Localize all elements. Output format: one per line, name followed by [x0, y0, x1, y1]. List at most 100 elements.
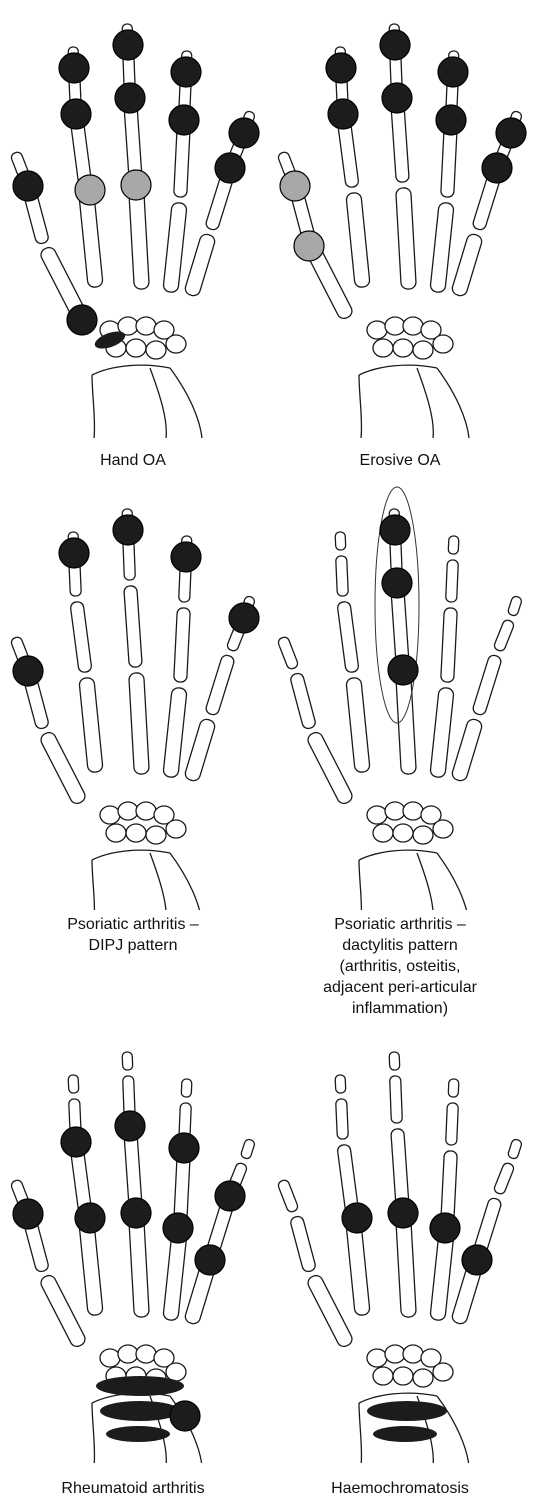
affected-joint-marker	[380, 515, 410, 545]
ulna-bone	[170, 853, 202, 910]
affected-joint-marker	[382, 83, 412, 113]
hand-diagram	[0, 1028, 266, 1463]
affected-joint-marker	[115, 83, 145, 113]
proximal-phalanx	[205, 654, 236, 716]
distal-phalanx	[389, 1052, 400, 1070]
middle-phalanx	[493, 619, 515, 653]
carpal-bone	[413, 341, 433, 359]
carpal-bone	[433, 820, 453, 838]
carpal-bone	[373, 824, 393, 842]
proximal-phalanx	[337, 601, 359, 673]
radius-bone	[92, 375, 95, 438]
distal-phalanx	[68, 1075, 79, 1093]
caption: Psoriatic arthritis – dactylitis pattern…	[267, 914, 533, 1019]
affected-joint-marker	[75, 1203, 105, 1233]
ulna-bone	[437, 853, 469, 910]
metacarpal-bone	[306, 730, 355, 806]
distal-phalanx	[240, 1138, 255, 1159]
affected-joint-marker	[13, 656, 43, 686]
affected-joint-marker	[67, 305, 97, 335]
affected-joint-marker	[438, 57, 468, 87]
proximal-phalanx	[174, 608, 191, 683]
affected-joint-marker	[382, 568, 412, 598]
distal-phalanx	[448, 1079, 459, 1097]
carpal-bone	[367, 806, 387, 824]
distal-phalanx	[507, 1138, 522, 1159]
caption-line: Rheumatoid arthritis	[0, 1478, 266, 1499]
hand-diagram	[267, 0, 533, 440]
metacarpal-bone	[79, 192, 103, 288]
affected-joint-marker	[462, 1245, 492, 1275]
affected-joint-marker	[113, 515, 143, 545]
affected-joint-marker	[229, 118, 259, 148]
carpal-bone	[433, 1363, 453, 1381]
affected-joint-marker	[430, 1213, 460, 1243]
radius-bone	[92, 365, 170, 375]
ulna-bone	[437, 1396, 469, 1463]
metacarpal-bone	[346, 192, 370, 288]
middle-phalanx	[493, 1162, 515, 1196]
affected-joint-marker	[229, 603, 259, 633]
metacarpal-bone	[184, 233, 217, 298]
affected-joint-marker	[169, 1133, 199, 1163]
grey-joint-marker	[121, 170, 151, 200]
distal-phalanx	[335, 532, 346, 550]
caption: Erosive OA	[267, 450, 533, 471]
carpal-bone	[403, 317, 423, 335]
affected-joint-marker	[215, 153, 245, 183]
metacarpal-bone	[346, 677, 370, 773]
wrist-joint-marker	[367, 1401, 447, 1421]
wrist-joint-marker	[106, 1426, 170, 1442]
caption: Psoriatic arthritis – DIPJ pattern	[0, 914, 266, 956]
wrist-joint-marker	[100, 1401, 180, 1421]
affected-joint-marker	[115, 1111, 145, 1141]
caption-line: Hand OA	[0, 450, 266, 471]
affected-joint-marker	[13, 1199, 43, 1229]
grey-joint-marker	[294, 231, 324, 261]
distal-phalanx	[122, 1052, 133, 1070]
radius-bone	[359, 850, 437, 860]
grey-joint-marker	[280, 171, 310, 201]
affected-joint-marker	[342, 1203, 372, 1233]
affected-joint-marker	[496, 118, 526, 148]
metacarpal-bone	[163, 687, 187, 778]
middle-phalanx	[336, 1099, 349, 1139]
distal-phalanx	[448, 536, 459, 554]
middle-phalanx	[446, 1103, 459, 1145]
caption: Rheumatoid arthritis	[0, 1478, 266, 1499]
wrist-joint-marker	[373, 1426, 437, 1442]
metacarpal-bone	[129, 188, 150, 290]
caption-line: inflammation)	[267, 998, 533, 1019]
affected-joint-marker	[163, 1213, 193, 1243]
panel-haemochromatosis: Haemochromatosis	[267, 1028, 533, 1463]
affected-joint-marker	[61, 99, 91, 129]
distal-phalanx	[277, 636, 299, 670]
carpal-bone	[373, 1367, 393, 1385]
carpal-bone	[385, 1345, 405, 1363]
distal-phalanx	[335, 1075, 346, 1093]
carpal-bone	[136, 1345, 156, 1363]
wrist-joint-marker	[96, 1376, 184, 1396]
metacarpal-bone	[129, 673, 150, 775]
metacarpal-bone	[163, 1230, 187, 1321]
middle-phalanx	[446, 560, 459, 602]
grey-joint-marker	[75, 175, 105, 205]
panel-psa-dipj: Psoriatic arthritis – DIPJ pattern	[0, 485, 266, 910]
hand-diagram	[267, 485, 533, 910]
carpal-bone	[126, 824, 146, 842]
metacarpal-bone	[346, 1220, 370, 1316]
metacarpal-bone	[396, 673, 417, 775]
affected-joint-marker	[215, 1181, 245, 1211]
radius-bone	[359, 1403, 362, 1463]
carpal-bone	[118, 802, 138, 820]
proximal-phalanx	[472, 654, 503, 716]
proximal-phalanx	[289, 1215, 316, 1273]
carpal-bone	[393, 824, 413, 842]
radius-bone	[92, 1403, 95, 1463]
carpal-bone	[166, 1363, 186, 1381]
affected-joint-marker	[170, 1401, 200, 1431]
carpal-bone	[367, 321, 387, 339]
carpal-bone	[106, 824, 126, 842]
metacarpal-bone	[306, 1273, 355, 1349]
affected-joint-marker	[328, 99, 358, 129]
